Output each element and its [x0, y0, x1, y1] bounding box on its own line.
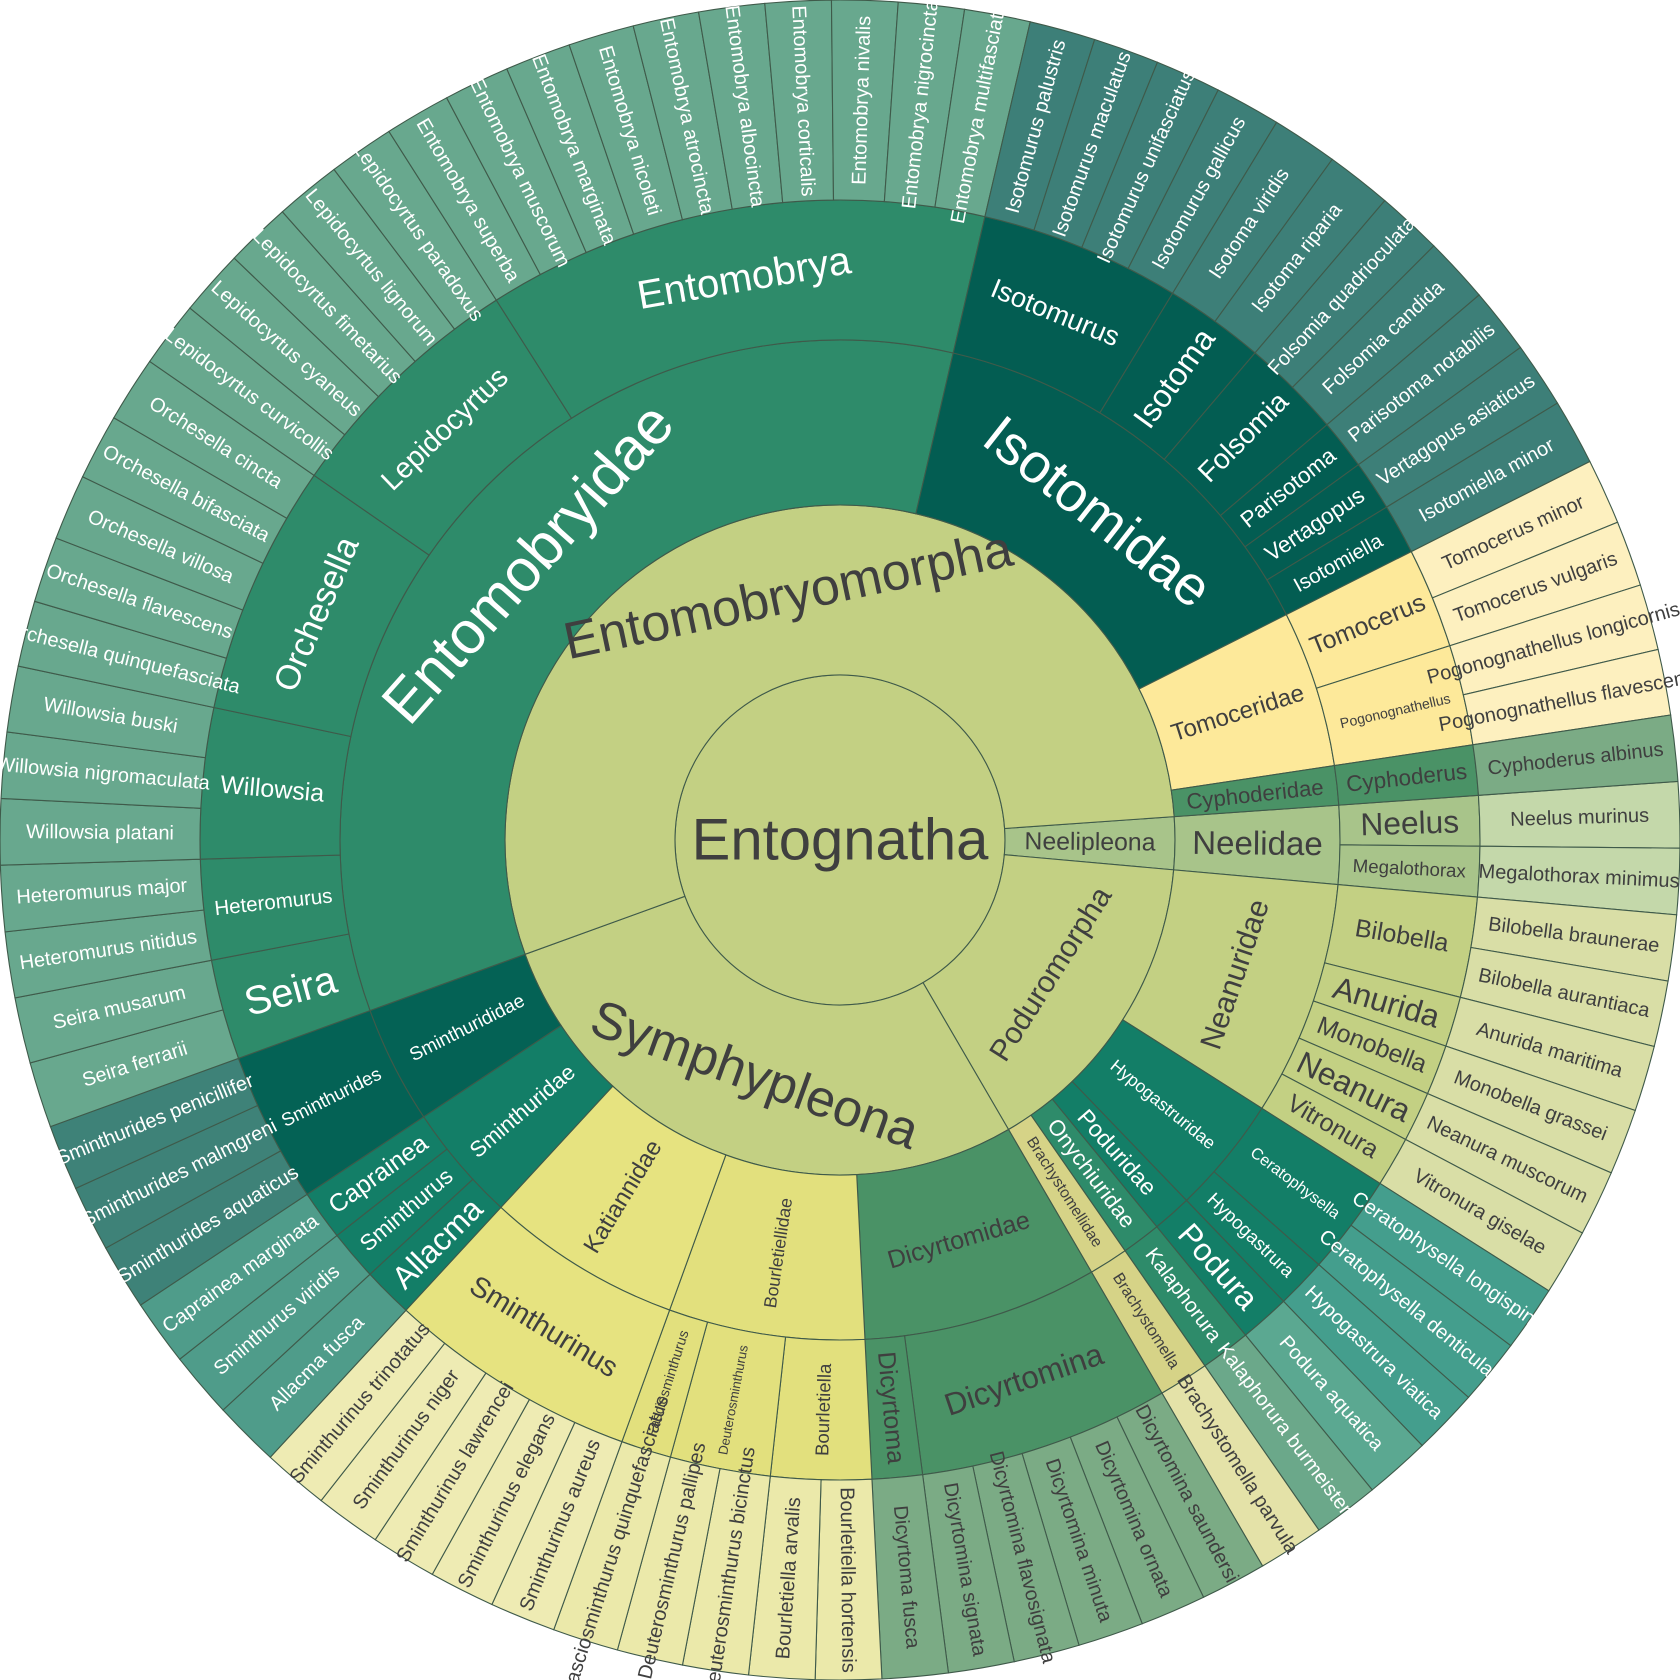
label-entomobrya-nivalis: Entomobrya nivalis [848, 16, 875, 186]
label-bourletiella: Bourletiella [811, 1363, 835, 1457]
label-willowsia-platani: Willowsia platani [26, 821, 174, 844]
segment-cyphoderus-albinus [1472, 714, 1679, 796]
label-neelipleona: Neelipleona [1024, 828, 1155, 856]
label-bourletiella-hortensis: Bourletiella hortensis [836, 1487, 860, 1673]
label-neelus-murinus: Neelus murinus [1510, 805, 1650, 831]
label-neelus: Neelus [1360, 803, 1460, 842]
label-entognatha: Entognatha [692, 808, 989, 873]
label-neelidae: Neelidae [1192, 825, 1323, 863]
